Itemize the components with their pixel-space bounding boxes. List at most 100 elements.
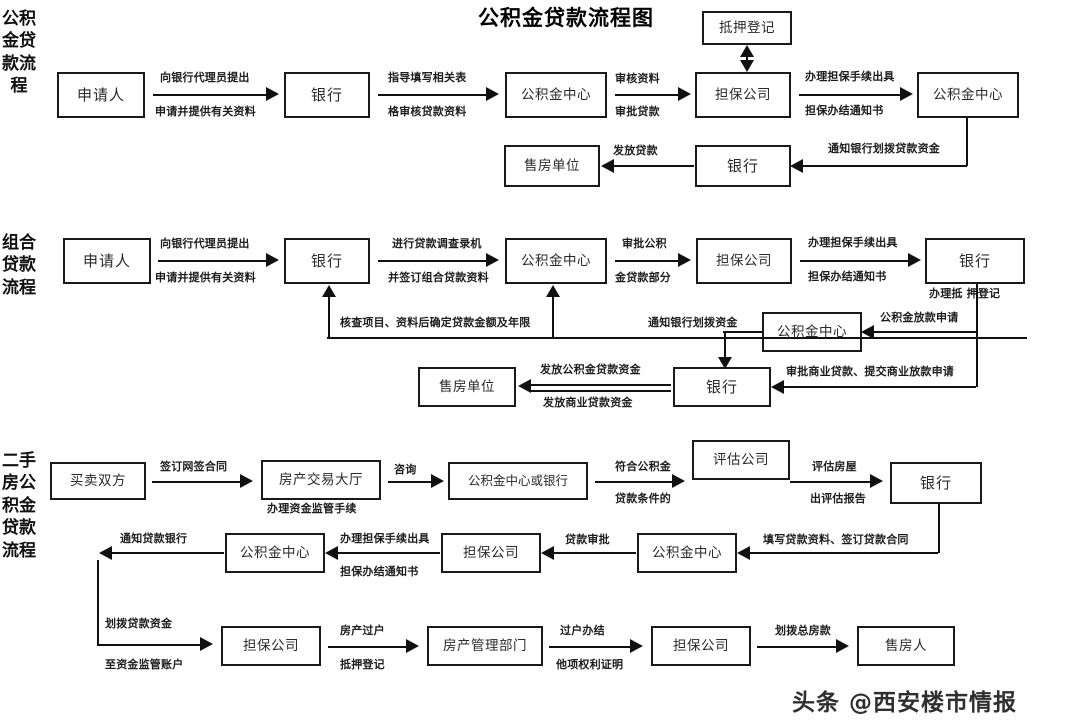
- connector-applicant-bank: [153, 94, 268, 96]
- arrowhead-right: [266, 253, 279, 267]
- arrowhead-down: [718, 357, 732, 369]
- edge-label: 审批商业贷款、提交商业放款申请: [786, 365, 954, 378]
- node-selling-unit: 售房单位: [504, 145, 600, 187]
- section-label-secondhand-loan: 二手房公积金贷款流程: [2, 451, 36, 561]
- arrowhead-right: [908, 253, 921, 267]
- edge-label: 他项权利证明: [556, 658, 624, 671]
- arrowhead-right: [870, 474, 883, 488]
- node-house-seller: 售房人: [857, 626, 955, 666]
- node-bank-2: 银行: [925, 238, 1025, 284]
- edge-label: 申请并提供有关资料: [155, 105, 256, 118]
- connector-bank2-seller: [612, 165, 694, 167]
- node-guarantee-company-2: 担保公司: [221, 626, 321, 666]
- arrowhead-up: [546, 285, 560, 297]
- connector-hall-fundorbank: [388, 481, 434, 483]
- connector-fundorbank-appraisal: [595, 481, 675, 483]
- node-applicant: 申请人: [63, 238, 151, 284]
- edge-label: 审批贷款: [615, 105, 660, 118]
- connector-return-fundcenter-up: [552, 292, 554, 338]
- edge-label: 办理资金监管手续: [267, 502, 357, 515]
- arrowhead-up: [322, 285, 336, 297]
- connector-bank-down: [938, 504, 940, 553]
- connector-bank2-down-2: [976, 331, 978, 387]
- arrowhead-right: [678, 253, 691, 267]
- edge-label: 房产过户: [340, 624, 385, 637]
- edge-label: 贷款条件的: [615, 492, 671, 505]
- section-label-housing-fund-loan: 公积金贷款流程: [2, 9, 36, 97]
- connector-guarantee2-propertyadmin: [328, 646, 408, 648]
- node-fund-center-2: 公积金中心: [762, 312, 862, 352]
- node-applicant: 申请人: [57, 72, 145, 118]
- edge-label: 评估房屋: [812, 460, 857, 473]
- connector-fundcenter2-left: [110, 552, 224, 554]
- edge-label: 担保办结通知书: [340, 565, 419, 578]
- edge-label: 金贷款部分: [615, 271, 671, 284]
- arrowhead-right: [431, 474, 444, 488]
- node-bank: 银行: [284, 72, 370, 118]
- edge-label: 发放公积金贷款资金: [540, 363, 641, 376]
- node-guarantee-company: 担保公司: [441, 533, 541, 573]
- arrowhead-right: [406, 639, 419, 653]
- edge-label: 审核资料: [615, 72, 660, 85]
- arrowhead-left: [601, 159, 614, 173]
- connector-return-up: [328, 292, 330, 338]
- arrowhead-left: [541, 546, 554, 560]
- node-fund-center-2: 公积金中心: [225, 533, 325, 573]
- edge-label: 抵押登记: [340, 658, 385, 671]
- arrowhead-left: [861, 325, 874, 339]
- connector-guarantee-bank2: [800, 260, 912, 262]
- edge-label: 签订网签合同: [160, 460, 228, 473]
- node-fund-center: 公积金中心: [637, 533, 737, 573]
- connector-guarantee-mortgage: [746, 48, 748, 69]
- connector-propertyadmin-guarantee3: [549, 646, 633, 648]
- connector-down-to-bank3: [724, 331, 726, 361]
- edge-label: 核查项目、资料后确定贷款金额及年限: [340, 316, 531, 329]
- node-fund-center: 公积金中心: [505, 238, 607, 284]
- edge-label: 向银行代理员提出: [160, 237, 250, 250]
- edge-label: 贷款审批: [565, 533, 610, 546]
- connector-fundcenter-guarantee: [615, 94, 681, 96]
- edge-label: 通知银行划拨资金: [648, 316, 738, 329]
- connector-applicant-bank: [158, 260, 268, 262]
- connector-to-fundcenter2: [872, 331, 976, 333]
- edge-label: 发放商业贷款资金: [543, 396, 633, 409]
- connector-bank-fundcenter: [378, 260, 488, 262]
- node-bank: 银行: [890, 462, 982, 504]
- connector-buyerseller-hall: [152, 481, 242, 483]
- page-title: 公积金贷款流程图: [478, 6, 654, 30]
- edge-label: 担保办结通知书: [808, 270, 887, 283]
- connector-guarantee3-houseseller: [757, 646, 839, 648]
- section-label-combined-loan: 组合贷款流程: [2, 233, 36, 298]
- connector-bank3-seller: [529, 384, 671, 392]
- node-property-trading-hall: 房产交易大厅: [261, 460, 381, 500]
- edge-label: 至资金监管账户: [105, 658, 184, 671]
- connector-to-bank3: [782, 386, 976, 388]
- node-guarantee-company-3: 担保公司: [651, 626, 751, 666]
- connector-left-down: [97, 560, 99, 645]
- edge-label: 符合公积金: [615, 460, 671, 473]
- arrowhead-right: [672, 474, 685, 488]
- edge-label: 担保办结通知书: [805, 104, 884, 117]
- connector-fundcenter2-down: [966, 118, 968, 166]
- node-mortgage-registration: 抵押登记: [702, 11, 792, 45]
- edge-label: 办理担保手续出具: [805, 70, 895, 83]
- arrowhead-right: [240, 474, 253, 488]
- arrowhead-right: [266, 87, 279, 101]
- connector-appraisal-bank: [790, 481, 872, 483]
- edge-label: 通知贷款银行: [120, 532, 188, 545]
- connector-bank2-down: [976, 284, 978, 332]
- arrowhead-up: [740, 45, 754, 57]
- edge-label: 申请并提供有关资料: [155, 271, 256, 284]
- connector-return-to-bank: [327, 337, 1027, 339]
- connector-fundcenter2-left: [723, 331, 763, 333]
- node-property-admin: 房产管理部门: [427, 626, 543, 666]
- connector-fundcenter-guarantee: [615, 260, 681, 262]
- node-bank-2: 银行: [695, 145, 791, 187]
- edge-label: 进行贷款调查录机: [392, 237, 482, 250]
- arrowhead-left: [518, 379, 531, 393]
- edge-label: 办理抵 押登记: [929, 287, 1001, 300]
- arrowhead-right: [200, 637, 213, 651]
- edge-label: 划拨贷款资金: [105, 617, 173, 630]
- connector-fundcenter-guarantee: [552, 552, 636, 554]
